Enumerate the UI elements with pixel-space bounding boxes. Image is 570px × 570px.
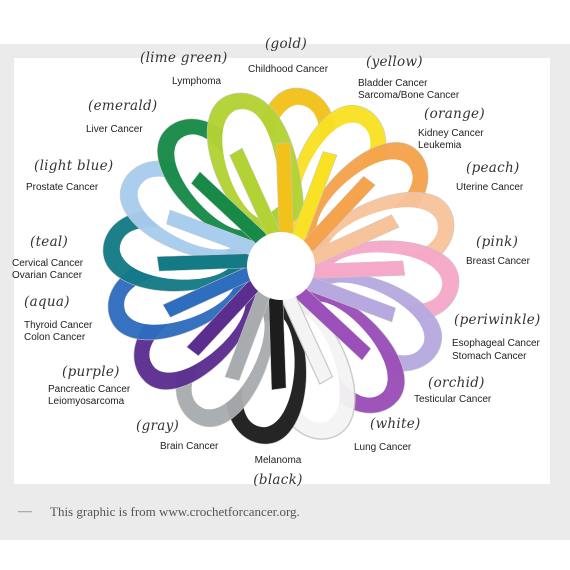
- cancer-label-uterine: Uterine Cancer: [456, 182, 524, 193]
- cancer-label-melanoma: Melanoma: [254, 455, 302, 466]
- color-name-black: (black): [253, 472, 303, 488]
- color-name-yellow: (yellow): [366, 54, 423, 70]
- cancer-label-testicular: Testicular Cancer: [414, 394, 492, 405]
- cancer-label-childhood: Childhood Cancer: [247, 64, 329, 75]
- cancer-label-colon: Colon Cancer: [24, 332, 86, 343]
- color-name-aqua: (aqua): [24, 294, 70, 310]
- caption-text: This graphic is from www.crochetforcance…: [50, 504, 300, 519]
- rosette-center: [247, 232, 315, 300]
- cancer-label-sarcoma: Sarcoma/Bone Cancer: [358, 90, 460, 101]
- cancer-label-pancreatic: Pancreatic Cancer: [48, 384, 131, 395]
- cancer-label-ovarian: Ovarian Cancer: [12, 270, 83, 281]
- color-name-gray: (gray): [136, 418, 180, 434]
- cancer-label-leiomyosarcoma: Leiomyosarcoma: [48, 396, 125, 407]
- color-name-gold: (gold): [264, 36, 308, 52]
- cancer-label-prostate: Prostate Cancer: [26, 182, 99, 193]
- cancer-label-stomach: Stomach Cancer: [452, 351, 527, 362]
- cancer-label-breast: Breast Cancer: [466, 256, 530, 267]
- color-name-lime-green: (lime green): [140, 50, 228, 66]
- cancer-label-leukemia: Leukemia: [418, 140, 462, 151]
- cancer-label-cervical: Cervical Cancer: [12, 258, 84, 269]
- color-name-periwinkle: (periwinkle): [454, 312, 541, 328]
- color-name-white: (white): [370, 416, 421, 432]
- cancer-label-brain: Brain Cancer: [160, 441, 219, 452]
- cancer-label-lymphoma: Lymphoma: [172, 76, 222, 87]
- color-name-orchid: (orchid): [428, 375, 485, 391]
- color-name-emerald: (emerald): [88, 98, 158, 114]
- color-name-purple: (purple): [62, 364, 120, 380]
- color-name-peach: (peach): [466, 160, 520, 176]
- caption-dash: —: [18, 504, 32, 519]
- color-name-teal: (teal): [30, 234, 69, 250]
- cancer-label-kidney: Kidney Cancer: [418, 128, 484, 139]
- cancer-label-thyroid: Thyroid Cancer: [24, 320, 93, 331]
- cancer-label-bladder: Bladder Cancer: [358, 78, 428, 89]
- color-name-light-blue: (light blue): [34, 158, 114, 174]
- color-name-pink: (pink): [476, 234, 519, 250]
- figure-caption: — This graphic is from www.crochetforcan…: [18, 502, 300, 522]
- color-name-orange: (orange): [424, 106, 485, 122]
- cancer-label-esophageal: Esophageal Cancer: [452, 338, 540, 349]
- cancer-label-lung: Lung Cancer: [354, 442, 412, 453]
- cancer-label-liver: Liver Cancer: [86, 124, 143, 135]
